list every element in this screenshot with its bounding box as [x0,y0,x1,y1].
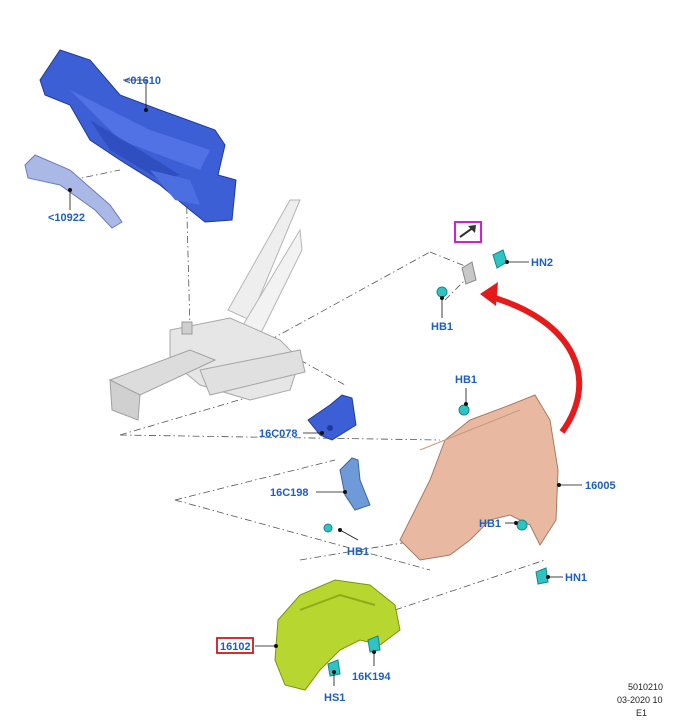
clip-hn1 [535,567,549,585]
fender-part[interactable] [399,394,559,561]
magenta-highlight-box[interactable] [454,221,482,243]
label-16c198[interactable]: 16C198 [270,487,309,499]
label-10922[interactable]: <10922 [48,212,85,224]
clip-hn2 [492,249,508,269]
reference-date: 03-2020 10 [617,695,663,705]
label-16k194[interactable]: 16K194 [352,671,391,683]
fasteners [323,249,549,677]
red-arrow [480,282,583,434]
label-hs1[interactable]: HS1 [324,692,345,704]
leader-lines [68,79,582,686]
bolt-hb1-top [436,286,448,298]
label-hn1[interactable]: HN1 [565,572,587,584]
arrow-up-right-icon [459,225,476,238]
label-hb1-top[interactable]: HB1 [431,321,453,333]
dash-panel-part[interactable] [39,49,237,223]
reference-edition: E1 [636,708,647,718]
label-hb1-fender[interactable]: HB1 [479,518,501,530]
bolt-hb1-fender [516,519,528,531]
plate-fastener [461,261,477,285]
body-structure [108,199,306,421]
label-hb1-mid[interactable]: HB1 [455,374,477,386]
label-16005[interactable]: 16005 [585,480,616,492]
red-highlight-box [216,637,254,654]
bolt-hb1-bracket [323,523,333,533]
label-hn2[interactable]: HN2 [531,257,553,269]
reinforcement-part[interactable] [24,154,123,229]
bolt-hb1-mid [458,404,470,416]
screw-hs1 [327,659,341,677]
label-hb1-bracket[interactable]: HB1 [347,546,369,558]
label-16c078[interactable]: 16C078 [259,428,298,440]
label-01610[interactable]: <01610 [124,75,161,87]
bracket-16c078[interactable] [307,394,357,441]
clip-16k194 [367,635,381,653]
label-16102[interactable]: 16102 [220,641,251,653]
reference-code: 5010210 [628,682,663,692]
bracket-16c198[interactable] [339,457,371,511]
